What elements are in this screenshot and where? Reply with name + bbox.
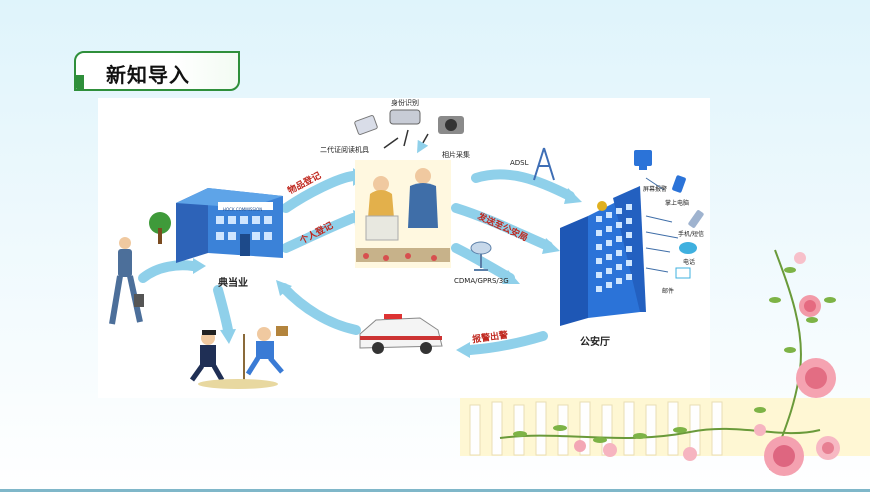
pawnshop-label: 典当业	[218, 278, 248, 289]
arrow-to-police	[451, 203, 553, 251]
adsl-label: ADSL	[510, 159, 529, 167]
customer-figure	[109, 237, 144, 325]
police-station-label: 公安厅	[580, 337, 610, 348]
email-label: 邮件	[662, 288, 675, 295]
arrow-personal-registration	[281, 213, 358, 253]
phone-sms-label: 手机/短信	[678, 231, 705, 238]
title-tab: 新知导入	[74, 51, 240, 91]
counter-scene	[355, 160, 451, 268]
bottom-rule	[0, 489, 870, 492]
screen-alarm-label: 屏幕报警	[643, 186, 668, 193]
arrow-arrest	[213, 285, 233, 335]
pawnshop-building	[149, 188, 283, 263]
pawnshop-sign: HOCK COMMISSION	[223, 207, 263, 212]
pda-label: 掌上电脑	[665, 200, 690, 207]
arrow-customer	[138, 260, 198, 283]
slide-title: 新知导入	[106, 63, 190, 87]
diagram-graphics	[109, 109, 704, 389]
police-station-building	[560, 186, 646, 326]
police-chase-scene	[189, 326, 288, 389]
arrow-dispatch	[465, 331, 548, 355]
network-equipment	[470, 147, 555, 271]
network-label: CDMA/GPRS/3G	[454, 277, 509, 285]
telephone-label: 电话	[683, 259, 696, 266]
id-card-reader-label: 二代证阅读机具	[320, 146, 369, 154]
arrow-to-registration	[281, 171, 358, 213]
arrow-to-pawnshop	[279, 283, 361, 335]
police-car	[359, 314, 443, 354]
pawnshop-police-diagram: 典当业 HOCK COMMISSION 物品登记 个人登记 身份识别 二代证阅读…	[98, 98, 710, 398]
alert-devices	[634, 150, 704, 279]
id-devices	[354, 109, 464, 148]
id-recognition-label: 身份识别	[391, 99, 419, 107]
arrow-adsl	[471, 169, 575, 201]
fence-illustration	[460, 398, 870, 456]
photo-capture-label: 相片采集	[442, 151, 470, 159]
